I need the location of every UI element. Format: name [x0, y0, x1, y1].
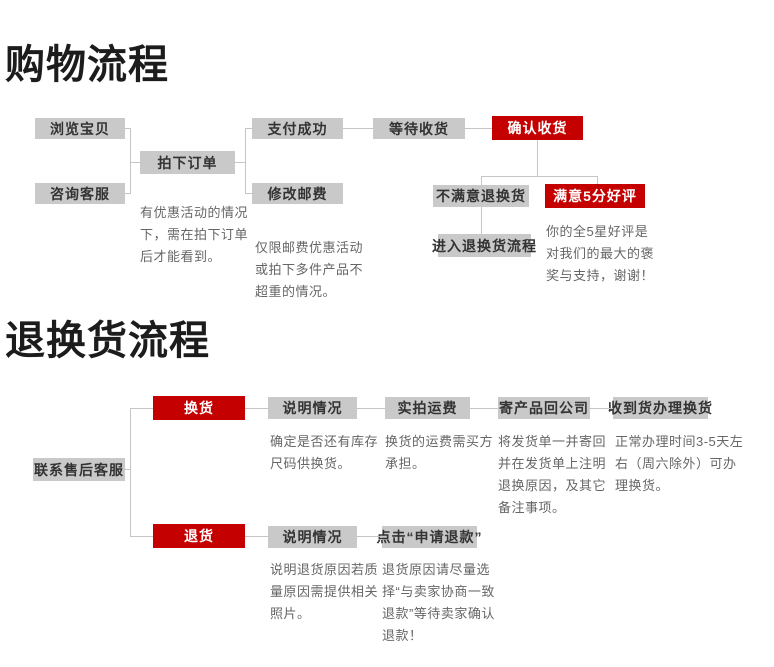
note-receive-exchange: 正常办理时间3-5天左右（周六除外）可办理换货。 — [615, 434, 744, 493]
note-explain-return: 说明退货原因若质量原因需提供相关照片。 — [270, 562, 379, 621]
flow-node-enter-return-process: 进入退换货流程 — [432, 234, 536, 257]
flow-node-confirm-receipt: 确认收货 — [492, 116, 583, 140]
connector-line — [130, 408, 131, 536]
note-explain-exchange: 确定是否还有库存尺码供换货。 — [270, 434, 379, 471]
note-send-back: 将发货单一并寄回并在发货单上注明退换原因，及其它备注事项。 — [498, 434, 607, 515]
connector-line — [245, 193, 252, 194]
connector-line — [590, 408, 613, 409]
connector-line — [235, 162, 245, 163]
flow-node-click-apply-refund: 点击“申请退款” — [377, 526, 482, 548]
connector-line — [130, 408, 153, 409]
connector-line — [125, 469, 130, 470]
connector-line — [130, 162, 140, 163]
connector-line — [130, 536, 153, 537]
flow-node-unsatisfied-return: 不满意退换货 — [433, 185, 529, 207]
connector-line — [597, 176, 598, 184]
flow-node-satisfied-review: 满意5分好评 — [545, 184, 645, 208]
connector-line — [357, 536, 382, 537]
flow-node-modify-postage: 修改邮费 — [252, 183, 343, 204]
connector-line — [245, 408, 268, 409]
note-apply-refund: 退货原因请尽量选择“与卖家协商一致退款”等待卖家确认退款！ — [382, 562, 495, 643]
note-modify-postage: 仅限邮费优惠活动或拍下多件产品不超重的情况。 — [255, 240, 364, 299]
note-shipping-fee: 换货的运费需买方承担。 — [385, 434, 494, 471]
flow-node-browse-items: 浏览宝贝 — [35, 118, 125, 139]
flow-node-exchange: 换货 — [153, 396, 245, 420]
connector-line — [245, 128, 246, 194]
connector-line — [470, 408, 498, 409]
flow-node-wait-delivery: 等待收货 — [373, 118, 465, 139]
connector-line — [125, 193, 131, 194]
flow-node-send-product-back: 寄产品回公司 — [498, 397, 590, 419]
connector-line — [245, 536, 268, 537]
shopping-flow-title: 购物流程 — [5, 43, 169, 87]
connector-line — [481, 176, 598, 177]
flow-node-actual-shipping-fee: 实拍运费 — [385, 397, 470, 419]
flow-node-contact-aftersales: 联系售后客服 — [33, 458, 125, 481]
return-flow-title: 退换货流程 — [5, 319, 210, 363]
flow-node-explain-situation-exchange: 说明情况 — [268, 397, 357, 419]
connector-line — [245, 128, 252, 129]
connector-line — [537, 140, 538, 176]
connector-line — [130, 128, 131, 194]
connector-line — [357, 408, 385, 409]
flow-node-consult-service: 咨询客服 — [35, 183, 125, 204]
flow-node-return-goods: 退货 — [153, 524, 245, 548]
flow-node-explain-situation-return: 说明情况 — [268, 526, 357, 548]
flow-node-payment-success: 支付成功 — [252, 118, 343, 139]
connector-line — [465, 128, 492, 129]
flow-node-receive-and-exchange: 收到货办理换货 — [608, 397, 712, 419]
connector-line — [125, 128, 131, 129]
connector-line — [481, 207, 482, 234]
note-place-order: 有优惠活动的情况下，需在拍下订单后才能看到。 — [140, 205, 249, 264]
connector-line — [343, 128, 373, 129]
flow-node-place-order: 拍下订单 — [140, 151, 235, 174]
note-satisfied-review: 你的全5星好评是对我们的最大的褒奖与支持，谢谢！ — [546, 224, 655, 283]
connector-line — [481, 176, 482, 185]
